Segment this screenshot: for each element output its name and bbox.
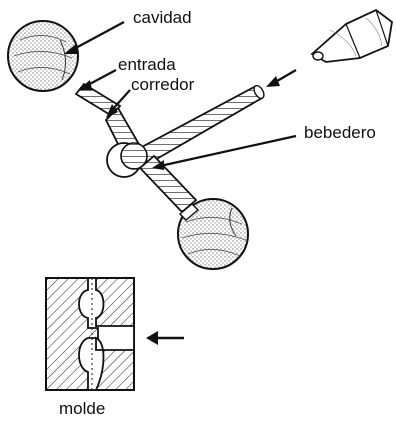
- runner-lower: [140, 156, 198, 220]
- sprue: [140, 84, 266, 164]
- nozzle-drawing: [312, 10, 392, 62]
- label-runner: corredor: [131, 76, 194, 93]
- sprue-well: [107, 143, 147, 177]
- cavity-top: [8, 21, 78, 91]
- label-sprue: bebedero: [304, 124, 376, 141]
- mold-section: [46, 278, 134, 390]
- label-mold: molde: [59, 400, 105, 417]
- label-gate: entrada: [118, 56, 176, 73]
- injection-arrow-top: [266, 70, 296, 87]
- label-cavity: cavidad: [133, 9, 192, 26]
- injection-arrow-mold: [146, 331, 184, 345]
